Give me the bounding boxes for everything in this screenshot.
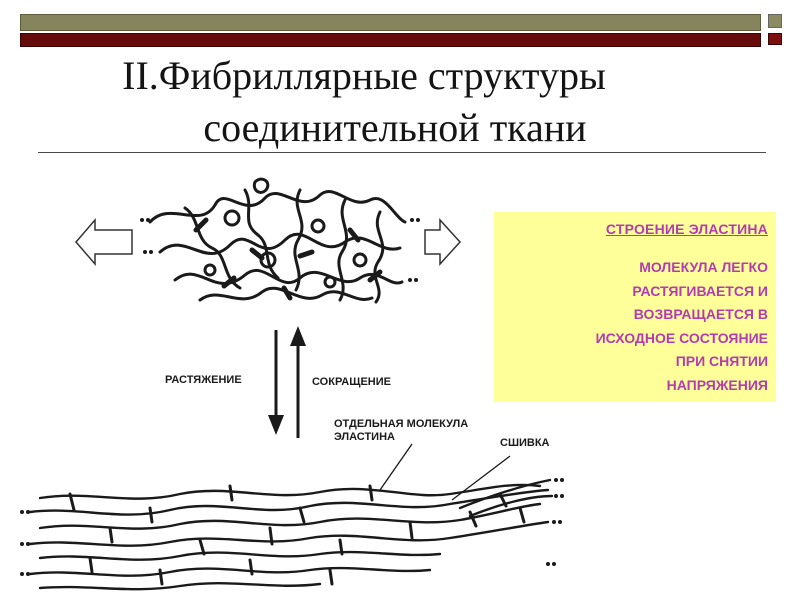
title-underline — [38, 152, 766, 153]
corner-square-red — [768, 33, 782, 45]
label-crosslink: СШИВКА — [500, 437, 550, 449]
relaxed-network — [148, 177, 407, 304]
info-box-body: МОЛЕКУЛА ЛЕГКО РАСТЯГИВАЕТСЯ И ВОЗВРАЩАЕ… — [498, 256, 768, 397]
corner-square-olive — [768, 14, 782, 28]
info-box-line: НАПРЯЖЕНИЯ — [666, 376, 768, 393]
down-arrow-icon — [268, 415, 284, 435]
elastin-diagram-svg — [20, 177, 564, 591]
label-single-molecule-line-1: ОТДЕЛЬНАЯ МОЛЕКУЛА — [334, 418, 469, 430]
elastin-diagram: РАСТЯЖЕНИЕ СОКРАЩЕНИЕ ОТДЕЛЬНАЯ МОЛЕКУЛА… — [0, 160, 800, 600]
stretch-contract-arrows — [268, 326, 306, 438]
stretched-network — [28, 478, 554, 591]
stretch-right-arrow-icon — [424, 218, 462, 266]
stretch-left-arrow-icon — [75, 217, 133, 267]
info-box-line: ВОЗВРАЩАЕТСЯ В — [633, 306, 768, 322]
stretched-crosslinks — [68, 484, 526, 586]
slide-title-line-1: II.Фибриллярные структуры — [122, 53, 606, 98]
info-box-line: МОЛЕКУЛА ЛЕГКО — [639, 259, 768, 275]
stretched-loose-ends — [20, 478, 564, 576]
elastin-info-box: СТРОЕНИЕ ЭЛАСТИНА МОЛЕКУЛА ЛЕГКО РАСТЯГИ… — [494, 212, 776, 402]
label-stretch: РАСТЯЖЕНИЕ — [165, 374, 242, 386]
label-single-molecule-line-2: ЭЛАСТИНА — [334, 431, 395, 443]
label-single-molecule: ОТДЕЛЬНАЯ МОЛЕКУЛА ЭЛАСТИНА — [334, 418, 468, 444]
up-arrow-icon — [290, 326, 306, 346]
slide-title: II.Фибриллярные структуры соединительной… — [0, 50, 720, 154]
info-box-line: ПРИ СНЯТИИ — [675, 353, 768, 369]
label-contract: СОКРАЩЕНИЕ — [312, 376, 391, 388]
info-box-line: ИСХОДНОЕ СОСТОЯНИЕ — [595, 329, 768, 346]
relaxed-loose-ends — [140, 218, 420, 282]
header-bar-red — [20, 33, 761, 47]
slide-title-line-2: соединительной ткани — [203, 105, 587, 150]
info-box-line: РАСТЯГИВАЕТСЯ И — [632, 282, 768, 299]
relaxed-crosslinks — [193, 217, 383, 301]
header-bar-olive — [20, 14, 761, 31]
info-box-heading: СТРОЕНИЕ ЭЛАСТИНА — [605, 221, 768, 237]
